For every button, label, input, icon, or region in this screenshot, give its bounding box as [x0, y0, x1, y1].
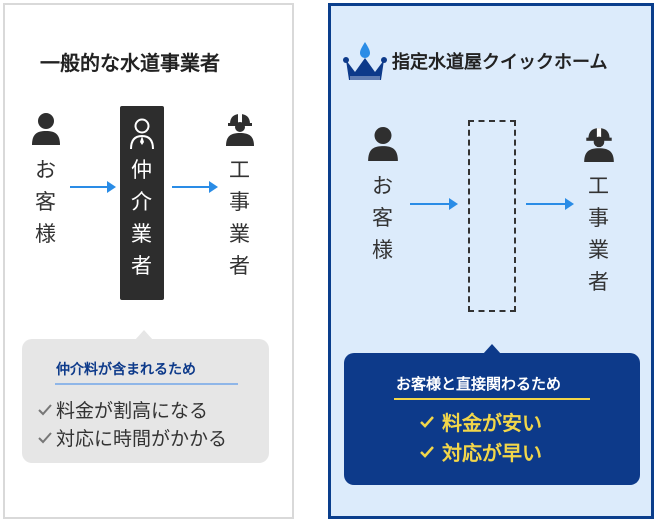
empty-broker-slot: [468, 120, 516, 312]
broker-label: 仲介業者: [131, 158, 152, 278]
checkmark-icon: [420, 445, 434, 458]
crown-drop-icon: [343, 42, 387, 80]
checkmark-icon: [38, 403, 52, 415]
left-arrow-2: [172, 181, 218, 193]
left-customer-label: お客様: [35, 158, 56, 246]
right-point-2: 対応が早い: [420, 437, 542, 466]
left-bubble-divider: [55, 383, 238, 385]
person-icon: [368, 127, 398, 161]
right-customer-label: お客様: [372, 174, 393, 262]
left-point-2: 対応に時間がかかる: [38, 424, 227, 451]
left-arrow-1: [70, 181, 116, 193]
left-reason-bubble: 仲介料が含まれるため 料金が割高になる 対応に時間がかかる: [22, 330, 269, 463]
checkmark-icon: [38, 431, 52, 443]
worker-helmet-icon: [584, 128, 614, 162]
broker-person-icon: [130, 118, 154, 150]
person-icon: [32, 113, 60, 145]
right-panel-title: 指定水道屋クイックホーム: [392, 52, 608, 73]
worker-helmet-icon: [226, 114, 254, 146]
broker-box: 仲介業者: [120, 106, 164, 300]
left-contractor-label: 工事業者: [229, 158, 250, 278]
right-arrow-1: [410, 198, 458, 210]
right-point-1: 料金が安い: [420, 407, 542, 436]
checkmark-icon: [420, 415, 434, 428]
right-arrow-2: [526, 198, 574, 210]
right-contractor-label: 工事業者: [588, 174, 609, 294]
left-point-1: 料金が割高になる: [38, 396, 208, 423]
right-reason-bubble: お客様と直接関わるため 料金が安い 対応が早い: [344, 344, 640, 485]
left-panel-title: 一般的な水道事業者: [40, 51, 220, 75]
right-bubble-title: お客様と直接関わるため: [396, 375, 562, 393]
left-bubble-title: 仲介料が含まれるため: [56, 362, 196, 378]
right-bubble-divider: [394, 398, 590, 400]
